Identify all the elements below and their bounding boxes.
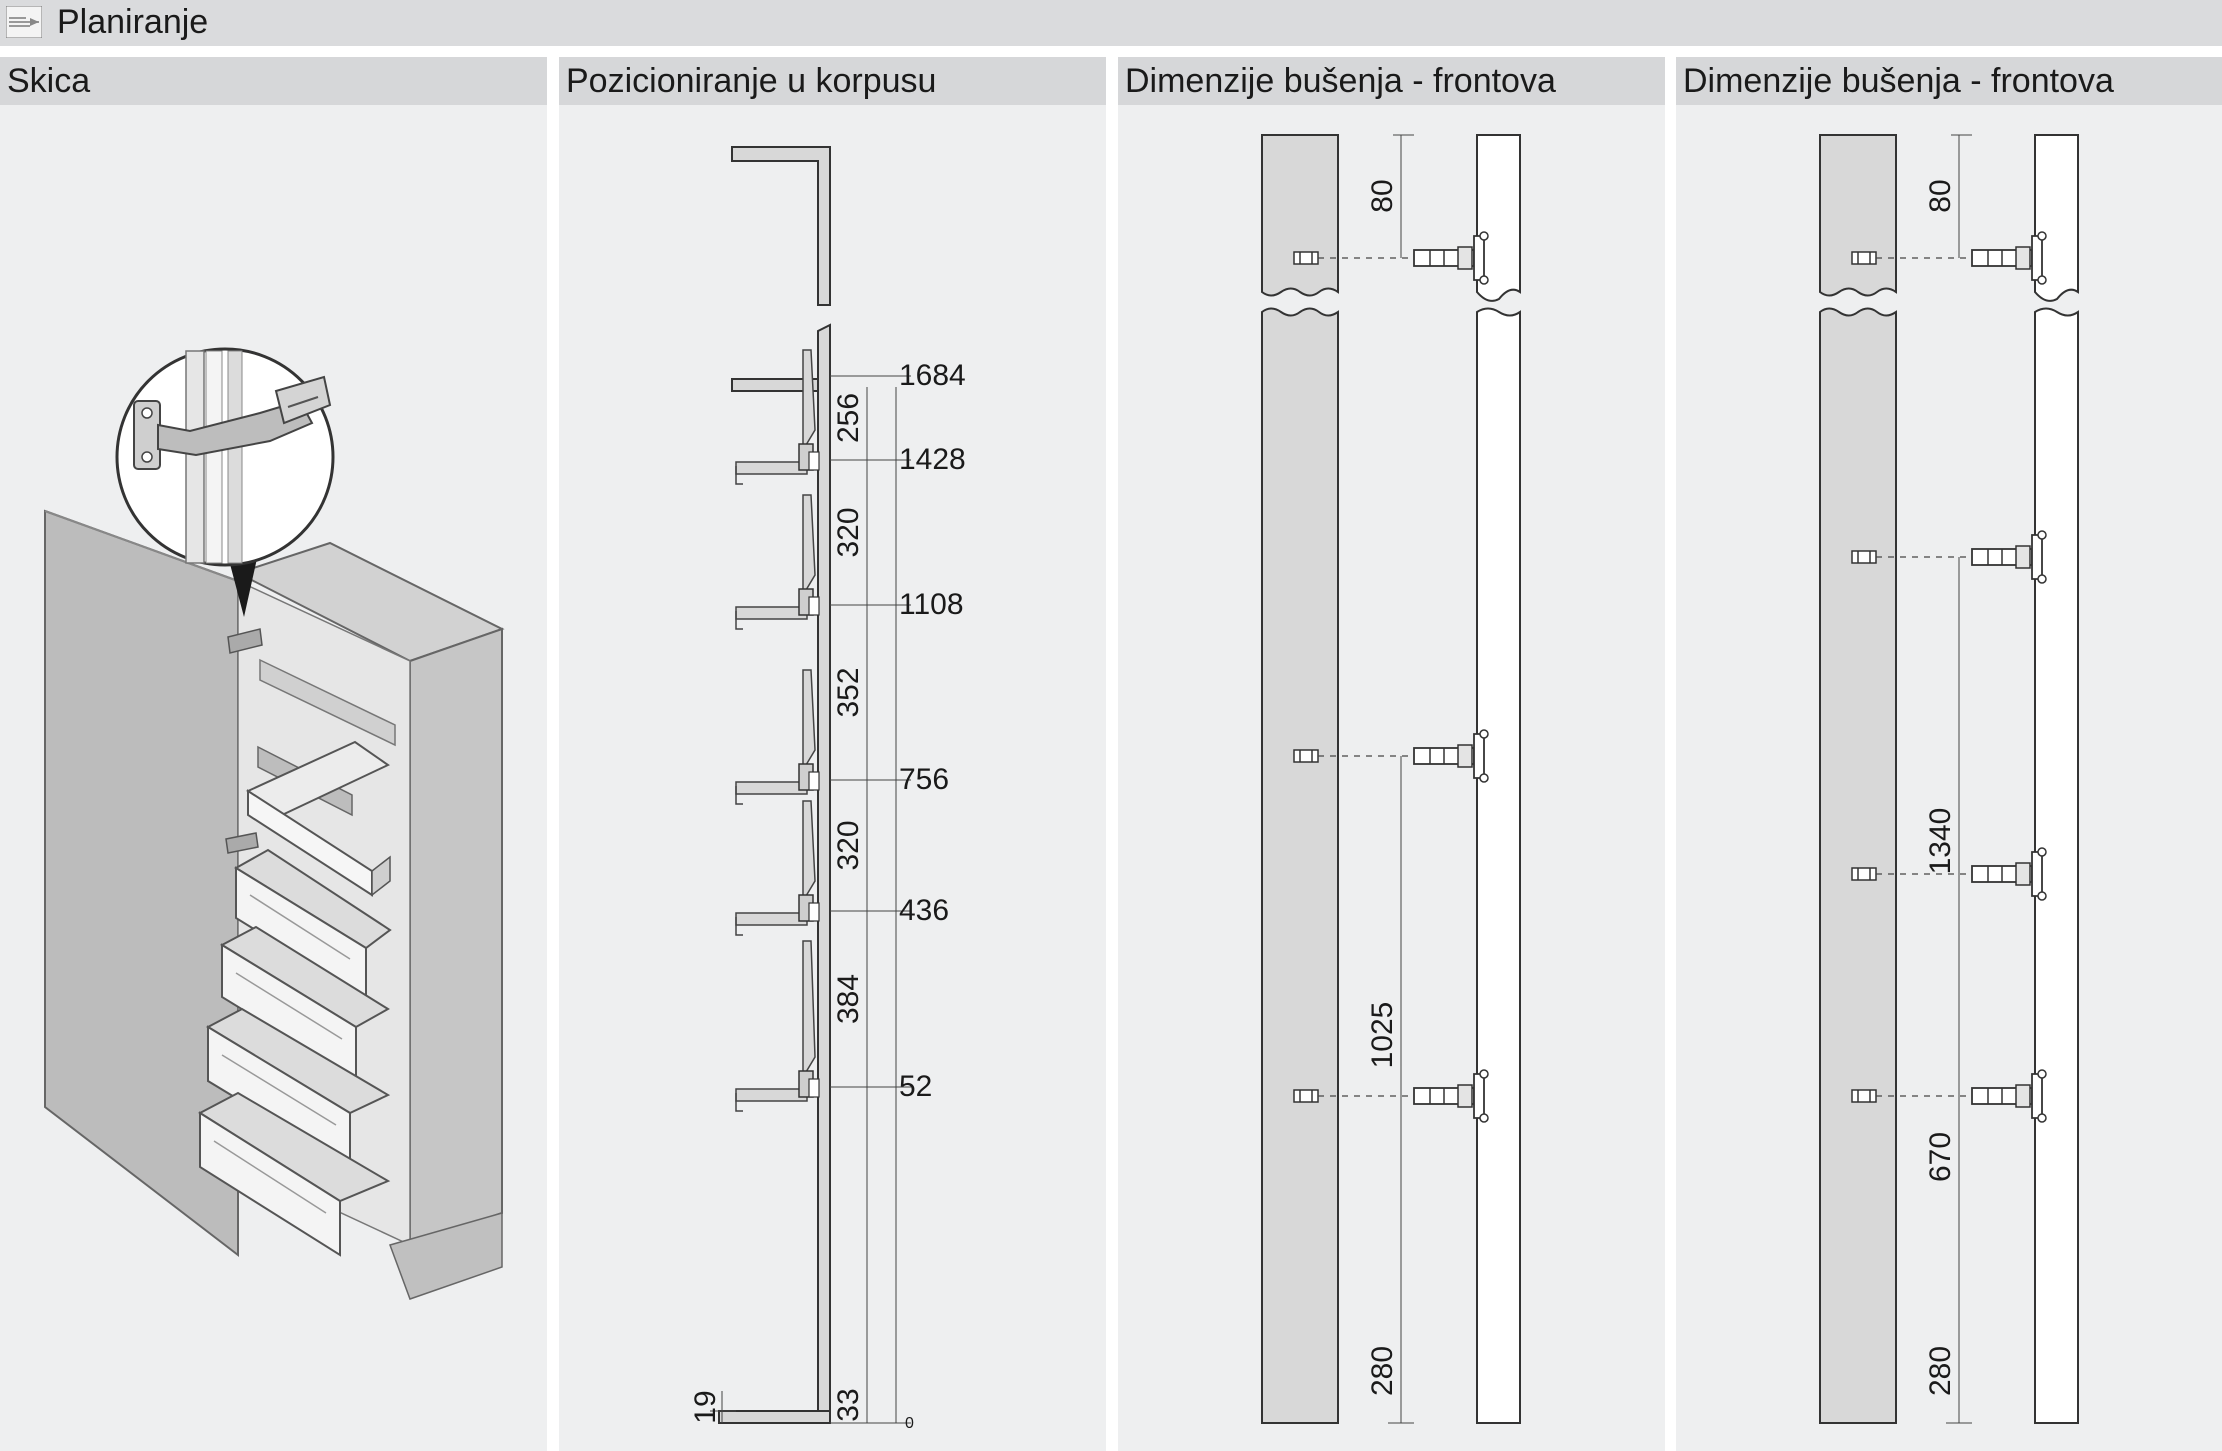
gap-label: 352	[832, 667, 865, 717]
cabinet-shelf	[731, 378, 819, 392]
planning-icon	[6, 6, 42, 38]
hinge-symbol	[1851, 1069, 2047, 1123]
drawer-1	[246, 740, 391, 897]
hinge-symbol	[1851, 231, 2047, 285]
level-label: 52	[899, 1070, 932, 1103]
side-panel-right	[2034, 134, 2079, 302]
gap-label: 256	[832, 393, 865, 443]
dimension-label: 1340	[1924, 808, 1957, 875]
hinge-symbol	[1293, 231, 1489, 285]
drilling-diagram-4-hinges: 80 1340 670 280	[1819, 134, 2079, 1424]
front-panel-left	[1261, 134, 1339, 297]
dimension-label: 80	[1924, 179, 1957, 212]
gap-label: 384	[832, 974, 865, 1024]
drawer-5	[197, 1091, 391, 1257]
title-bar: Planiranje	[0, 0, 2222, 46]
cabinet-side	[409, 627, 503, 1247]
drawer-4	[205, 1007, 391, 1169]
panel-header: Dimenzije bušenja - frontova	[1676, 57, 2222, 105]
level-label: 0	[905, 1415, 914, 1432]
gap-label: 320	[832, 820, 865, 870]
panel-header: Pozicioniranje u korpusu	[559, 57, 1106, 105]
dimension-label: 80	[1366, 179, 1399, 212]
hinge-symbol	[1293, 1069, 1489, 1123]
drawer-profile	[735, 349, 820, 485]
dimension-label: 1025	[1366, 1002, 1399, 1069]
hinge-detail-circle	[115, 347, 335, 567]
panel-dimenzije-2: Dimenzije bušenja - frontova 80 1340 670…	[1676, 57, 2222, 1451]
hinge-symbol	[1851, 530, 2047, 584]
hinge-symbol	[1851, 847, 2047, 901]
panel-title: Pozicioniranje u korpusu	[566, 62, 937, 100]
cabinet-top-panel	[731, 146, 831, 306]
gap-label: 320	[832, 507, 865, 557]
drawer-profile	[735, 669, 820, 805]
cabinet-sketch	[44, 347, 505, 1300]
cabinet-side-wall	[817, 323, 831, 1424]
drawer-3	[219, 925, 390, 1081]
panel-title: Skica	[7, 62, 91, 100]
dimension-label: 280	[1924, 1346, 1957, 1396]
hinge-symbol	[1293, 729, 1489, 783]
drawer-profile	[735, 494, 820, 630]
level-label: 1108	[899, 588, 964, 621]
cabinet-bottom	[718, 1410, 831, 1424]
panel-dimenzije-1: Dimenzije bušenja - frontova 80 1025 280	[1118, 57, 1665, 1451]
panel-header: Skica	[0, 57, 547, 105]
panel-title: Dimenzije bušenja - frontova	[1683, 62, 2114, 100]
level-label: 436	[899, 894, 949, 927]
drawer-profile	[735, 940, 820, 1112]
panel-title: Dimenzije bušenja - frontova	[1125, 62, 1556, 100]
drawer-2	[234, 848, 392, 1000]
page-title: Planiranje	[57, 3, 209, 41]
level-label: 1684	[899, 359, 966, 392]
panel-header: Dimenzije bušenja - frontova	[1118, 57, 1665, 105]
hinge-bottom	[225, 832, 259, 854]
hinge-top	[227, 628, 263, 654]
side-panel-right	[1476, 134, 1521, 302]
front-panel-left	[1819, 134, 1897, 297]
dimension-label: 670	[1924, 1132, 1957, 1182]
level-label: 756	[899, 763, 949, 796]
drilling-diagram-3-hinges: 80 1025 280	[1261, 134, 1521, 1424]
dimension-label: 19	[689, 1390, 722, 1423]
panel-skica: Skica	[0, 57, 547, 1451]
drawer-profile	[735, 800, 820, 936]
dimension-label: 280	[1366, 1346, 1399, 1396]
gap-label: 33	[832, 1388, 865, 1421]
level-label: 1428	[899, 443, 966, 476]
panel-pozicioniranje: Pozicioniranje u korpusu 1684 1428 1108 756…	[559, 57, 1106, 1451]
